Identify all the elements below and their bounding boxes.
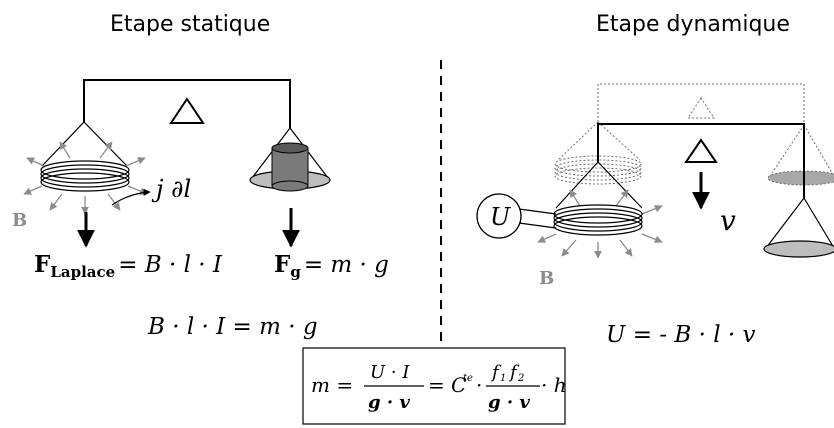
dynamic-field-arrows (537, 189, 663, 259)
b-field-label-static: B (12, 210, 27, 231)
static-fulcrum (169, 97, 205, 124)
current-element-arrow (111, 188, 151, 206)
final-mid-sup: te (463, 373, 473, 384)
dynamic-balance (555, 123, 834, 258)
static-step-heading: Etape statique (110, 12, 271, 37)
voltage-source-circle (476, 193, 522, 239)
voltage-leads (518, 208, 557, 229)
dynamic-right-pan (763, 240, 834, 258)
final-mid: = C (428, 373, 466, 397)
b-field-label-dynamic: B (539, 268, 554, 289)
dynamic-fulcrum (684, 138, 718, 163)
laplace-force-rhs: = B · l · I (118, 252, 223, 278)
gravity-force-subscript: g (290, 263, 301, 281)
gravity-force-rhs: = m · g (304, 252, 389, 278)
static-balance (23, 79, 331, 248)
final-equation: m = U · I g · v = C te · f 1 f 2 g · v ·… (311, 362, 567, 413)
static-coil (40, 160, 130, 192)
current-element-label: j ∂l (151, 175, 191, 203)
final-frac1-num: U · I (370, 362, 410, 383)
laplace-force-symbol: F (34, 251, 51, 278)
static-beam (83, 79, 291, 128)
final-frac2-num-a-sub: 1 (500, 373, 506, 384)
final-tail: · h (541, 373, 567, 397)
ghost-balance (554, 83, 834, 185)
final-frac2-den: g · v (488, 392, 530, 413)
dynamic-relation-equation: U = - B · l · v (606, 322, 755, 348)
left-pan-strings (41, 121, 128, 167)
dynamic-step-heading: Etape dynamique (596, 12, 790, 37)
voltage-source-label: U (490, 203, 511, 231)
final-lhs: m = (311, 373, 353, 397)
velocity-label: v (720, 204, 736, 237)
gravity-force-symbol: F (274, 251, 291, 278)
final-frac1-den: g · v (368, 392, 410, 413)
final-frac2-num-b-sub: 2 (517, 373, 524, 384)
dynamic-beam (597, 123, 805, 198)
laplace-force-equation: FLaplace= B · l · I (34, 251, 223, 281)
mass-cylinder (271, 142, 309, 192)
static-balance-equation: B · l · I = m · g (147, 314, 318, 340)
gravity-force-equation: Fg= m · g (274, 251, 389, 281)
laplace-force-subscript: Laplace (50, 263, 115, 281)
ghost-right-pan (767, 170, 834, 186)
final-dot-1: · (476, 373, 482, 397)
dynamic-coil (553, 204, 643, 236)
